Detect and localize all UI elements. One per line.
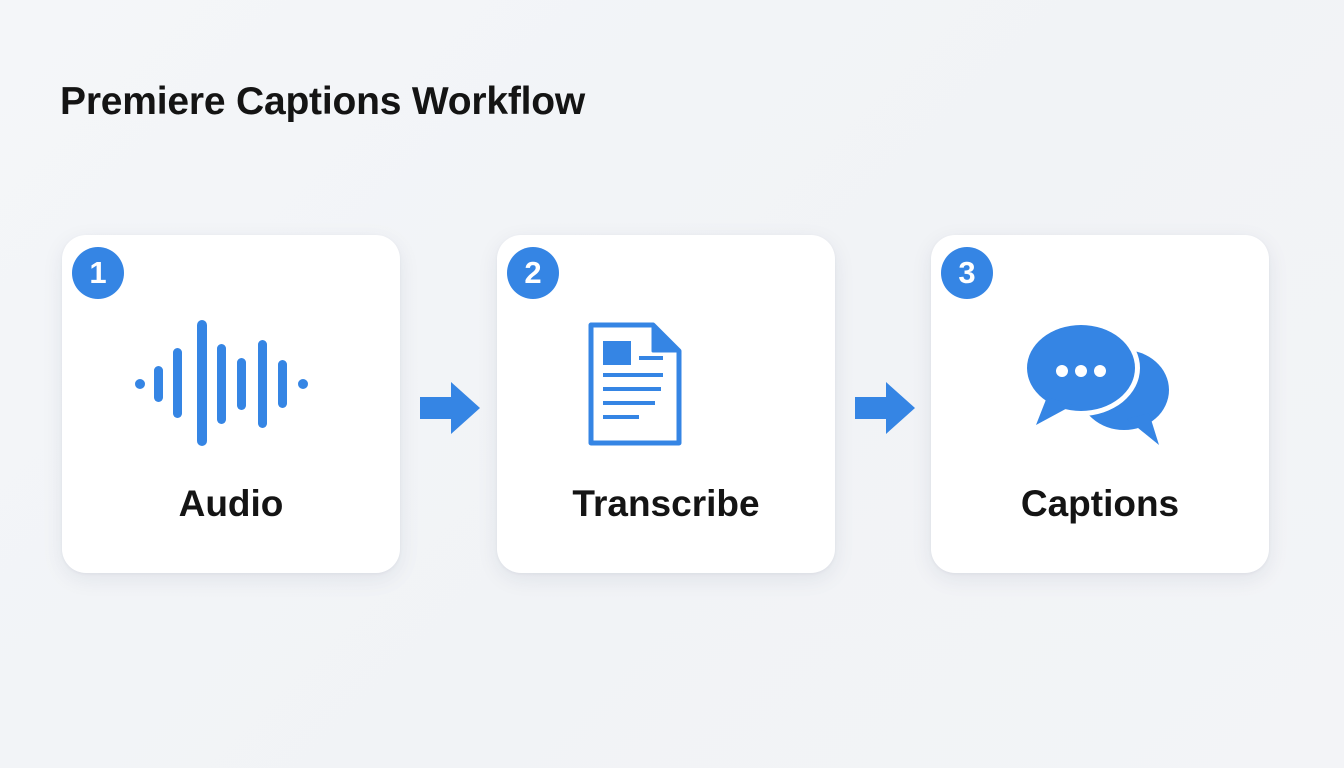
- arrow-right-icon: [420, 382, 480, 434]
- step-card-transcribe: 2 Transcribe: [497, 235, 835, 573]
- step-number-badge: 2: [507, 247, 559, 299]
- step-label: Captions: [1020, 483, 1180, 524]
- document-icon: [588, 322, 682, 446]
- arrow-right-icon: [855, 382, 915, 434]
- step-number-badge: 3: [941, 247, 993, 299]
- speech-bubbles-icon: [1023, 323, 1169, 445]
- step-number-badge: 1: [72, 247, 124, 299]
- step-label: Audio: [178, 483, 284, 524]
- page-title: Premiere Captions Workflow: [60, 80, 586, 123]
- step-card-captions: 3 Captions: [931, 235, 1269, 573]
- step-label: Transcribe: [572, 483, 760, 524]
- audio-waveform-icon: [135, 320, 308, 446]
- step-card-audio: 1 Audio: [62, 235, 400, 573]
